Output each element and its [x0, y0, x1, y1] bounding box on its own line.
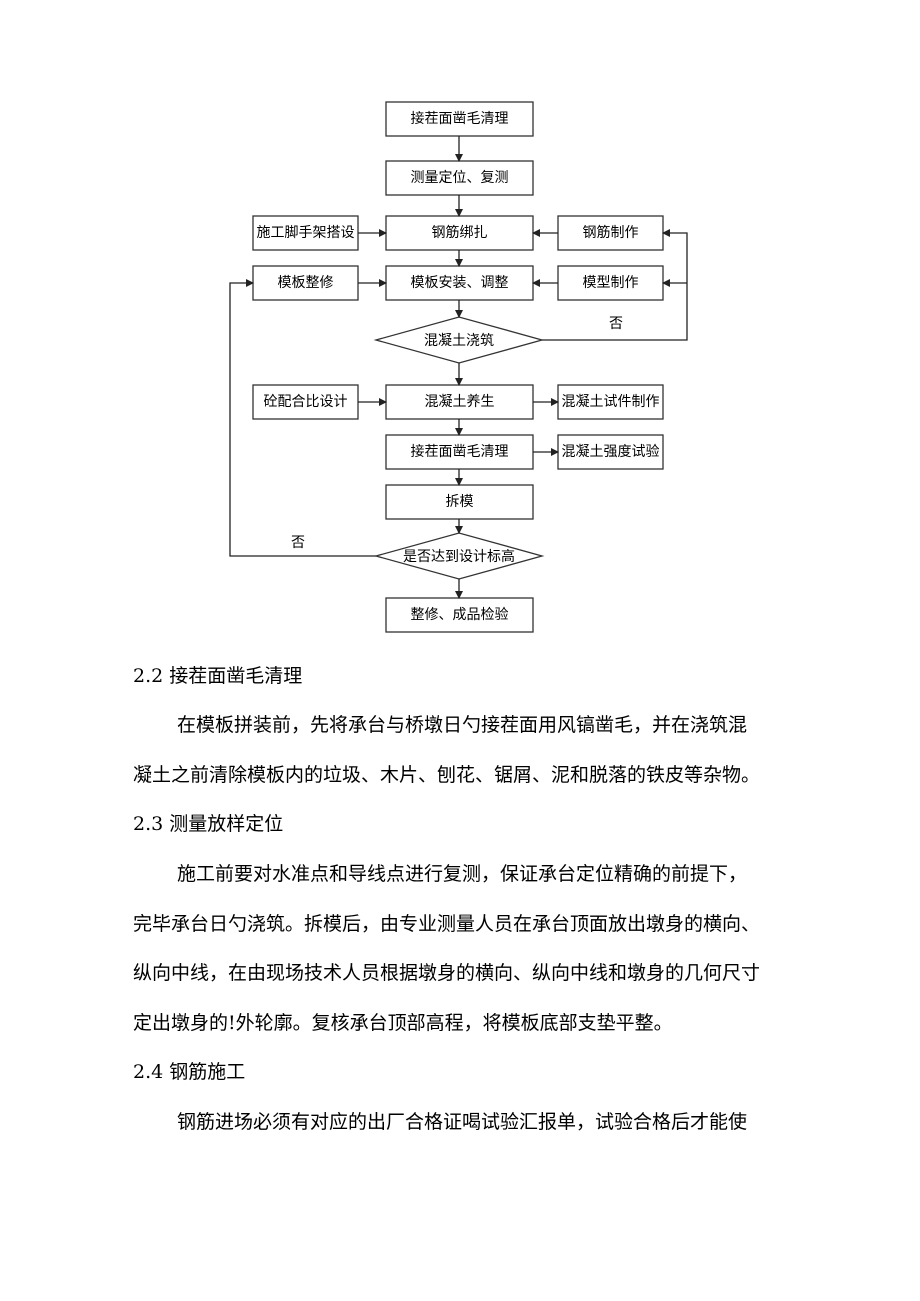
label-b13: 混凝土强度试验: [562, 444, 660, 460]
section-heading-2-4: 2.4 钢筋施工: [133, 1061, 246, 1083]
step-box-rebar-fabrication: [557, 215, 664, 251]
step-box-chiseling: [385, 101, 534, 137]
section-heading-2-3: 2.3 测量放样定位: [133, 813, 284, 835]
label-d2: 是否达到设计标高: [403, 548, 515, 565]
label-b7: 模板安装、调整: [411, 275, 509, 291]
loop-right-rebar: [542, 229, 688, 341]
label-b1: 接茬面凿毛清理: [411, 110, 509, 127]
paragraph-line: 凝土之前清除模板内的垃圾、木片、刨花、锯屑、泥和脱落的铁皮等杂物。: [133, 764, 761, 786]
paragraph-line: 完毕承台日勺浇筑。拆模后，由专业测量人员在承台顶面放出墩身的横向、: [133, 913, 761, 935]
step-box-survey: [385, 160, 534, 196]
paragraph-line: 定出墩身的!外轮廓。复核承台顶部高程，将模板底部支垫平整。: [133, 1012, 673, 1034]
step-box-scaffolding: [252, 215, 359, 251]
step-box-specimen: [557, 384, 664, 420]
step-box-final-inspection: [385, 597, 534, 633]
label-b15: 整修、成品检验: [411, 607, 509, 623]
label-b10: 混凝土养生: [425, 394, 495, 410]
label-b12: 接茬面凿毛清理: [411, 443, 509, 460]
label-b11: 混凝土试件制作: [562, 394, 660, 410]
paragraph-line: 施工前要对水准点和导线点进行复测，保证承台定位精确的前提下，: [177, 863, 748, 885]
step-box-mold-making: [557, 265, 664, 301]
label-no-right: 否: [609, 316, 623, 332]
loop-left-repair: [229, 279, 376, 557]
step-box-chiseling-2: [385, 434, 534, 470]
label-b5: 钢筋制作: [583, 224, 639, 241]
label-b14: 拆模: [446, 494, 474, 510]
label-b9: 砼配合比设计: [264, 394, 348, 410]
section-heading-2-2: 2.2 接茬面凿毛清理: [133, 665, 303, 687]
label-b3: 钢筋绑扎: [432, 224, 488, 241]
step-box-formwork-repair: [252, 265, 359, 301]
label-d1: 混凝土浇筑: [424, 333, 494, 349]
label-b6: 模板整修: [278, 275, 334, 291]
label-b2: 测量定位、复测: [411, 169, 509, 186]
label-no-left: 否: [291, 535, 305, 551]
label-b4: 施工脚手架搭设: [257, 225, 355, 241]
construction-flowchart: 接茬面凿毛清理 测量定位、复测 钢筋绑扎 施工脚手架搭设 钢筋制作 模板整修 模…: [229, 101, 688, 633]
paragraph-line: 纵向中线，在由现场技术人员根据墩身的横向、纵向中线和墩身的几何尺寸: [133, 962, 761, 984]
paragraph-line: 在模板拼装前，先将承台与桥墩日勺接茬面用风镐凿毛，并在浇筑混: [177, 714, 748, 736]
step-box-strength-test: [557, 434, 664, 470]
label-b8: 模型制作: [583, 275, 639, 291]
decision-elevation: [373, 532, 545, 580]
paragraph-line: 钢筋进场必须有对应的出厂合格证喝试验汇报单，试验合格后才能使: [177, 1111, 748, 1133]
